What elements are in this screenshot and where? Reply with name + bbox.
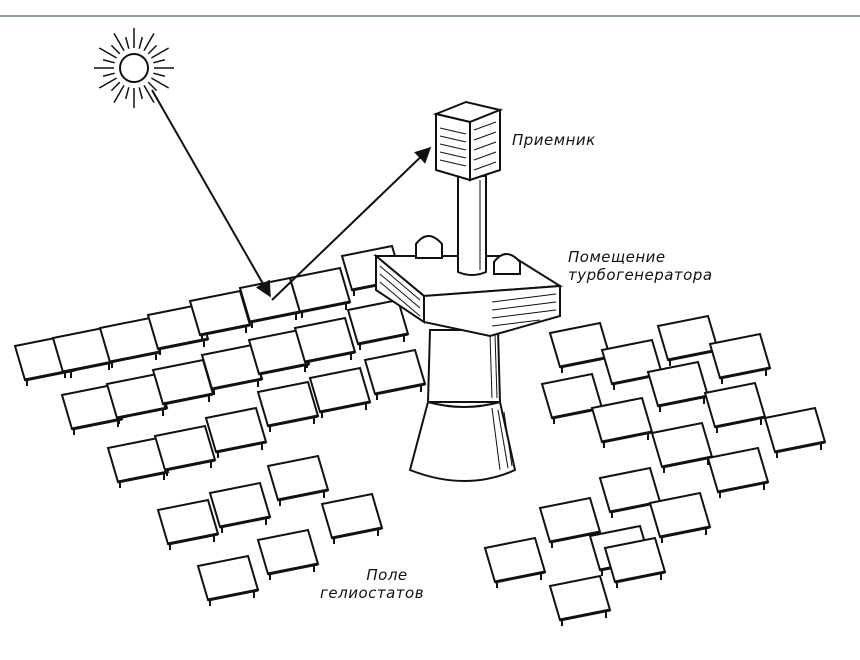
tower-shaft-shading	[489, 333, 498, 399]
heliostat-mirror-icon	[706, 446, 770, 498]
heliostat-mirror-icon	[703, 381, 767, 433]
heliostat-mirror-icon	[308, 366, 372, 418]
incident-ray	[151, 89, 271, 298]
heliostat-mirror-icon	[763, 406, 827, 458]
heliostat-mirror-icon	[590, 396, 654, 448]
heliostat-mirror-icon	[548, 574, 612, 626]
heliostat-mirror-icon	[293, 316, 357, 368]
heliostat-mirror-icon	[483, 536, 547, 588]
tower	[373, 100, 564, 482]
label-turbine-room: Помещение турбогенератора	[568, 248, 713, 284]
heliostat-field	[13, 244, 827, 626]
label-receiver: Приемник	[512, 131, 596, 149]
label-turbine-room-line2: турбогенератора	[568, 266, 713, 284]
tower-base-top-curve	[427, 401, 501, 408]
dome-left	[415, 235, 443, 259]
heliostat-mirror-icon	[51, 326, 115, 378]
heliostat-mirror-icon	[256, 380, 320, 432]
heliostat-mirror-icon	[151, 358, 215, 410]
tower-base-shading	[491, 407, 513, 471]
heliostat-mirror-icon	[60, 383, 124, 435]
heliostat-mirror-icon	[208, 481, 272, 533]
heliostat-mirror-icon	[538, 496, 602, 548]
receiver-icon	[432, 100, 504, 182]
heliostat-mirror-icon	[346, 298, 410, 350]
label-heliostat-field-line2: гелиостатов	[320, 584, 425, 602]
sun-icon	[94, 28, 174, 108]
heliostat-mirror-icon	[648, 491, 712, 543]
heliostat-mirror-icon	[105, 372, 169, 424]
heliostat-mirror-icon	[153, 424, 217, 476]
heliostat-mirror-icon	[156, 498, 220, 550]
heliostat-mirror-icon	[266, 454, 330, 506]
label-turbine-room-line1: Помещение	[568, 248, 666, 266]
heliostat-mirror-icon	[188, 289, 252, 341]
dome-right	[493, 253, 521, 275]
heliostat-mirror-icon	[288, 266, 352, 318]
heliostat-mirror-icon	[548, 321, 612, 373]
reflected-ray	[271, 146, 432, 301]
heliostat-mirror-icon	[708, 332, 772, 384]
heliostat-mirror-icon	[238, 276, 302, 328]
heliostat-mirror-icon	[196, 554, 260, 606]
heliostat-mirror-icon	[363, 348, 427, 400]
heliostat-mirror-icon	[540, 372, 604, 424]
heliostat-mirror-icon	[650, 421, 714, 473]
heliostat-mirror-icon	[247, 328, 311, 380]
tower-column	[457, 175, 487, 276]
turbine-room-hatching	[379, 265, 557, 327]
tower-base	[408, 401, 517, 482]
label-heliostat-field-line1: Поле	[366, 566, 408, 584]
heliostat-mirror-icon	[656, 314, 720, 366]
label-heliostat-field: Поле гелиостатов	[320, 566, 424, 602]
tower-shaft	[426, 329, 502, 403]
heliostat-mirror-icon	[256, 528, 320, 580]
heliostat-mirror-icon	[646, 360, 710, 412]
turbine-room-side	[423, 284, 561, 338]
heliostat-mirror-icon	[204, 406, 268, 458]
heliostat-mirror-icon	[598, 466, 662, 518]
heliostat-mirror-icon	[603, 536, 667, 588]
heliostat-mirror-icon	[320, 492, 384, 544]
heliostat-mirror-icon	[146, 303, 210, 355]
